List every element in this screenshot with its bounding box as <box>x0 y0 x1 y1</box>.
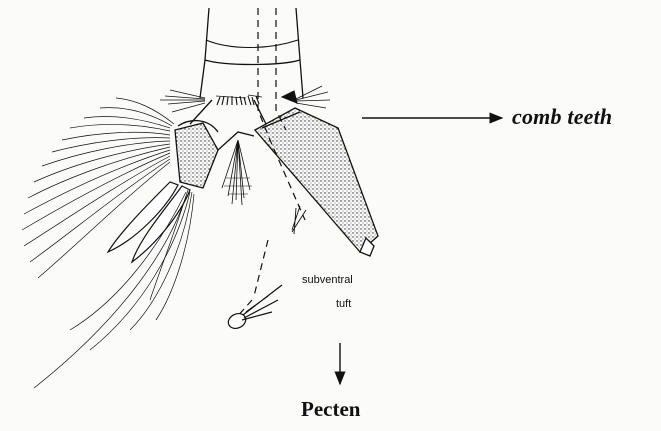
comb-scales <box>216 91 297 105</box>
subventral-tuft <box>292 206 306 234</box>
tuft-label: tuft <box>336 298 351 310</box>
ventral-tuft-center <box>222 140 252 205</box>
subventral-label: subventral <box>302 274 353 286</box>
comb-teeth-label: comb teeth <box>512 104 612 130</box>
lateral-setae-right <box>296 86 330 108</box>
anal-segment <box>175 100 266 188</box>
pecten-label: Pecten <box>301 397 360 422</box>
pecten-tooth-detail <box>226 240 282 331</box>
siphon <box>255 108 378 256</box>
lateral-setae-left <box>160 90 205 112</box>
abdominal-segment <box>200 8 303 98</box>
